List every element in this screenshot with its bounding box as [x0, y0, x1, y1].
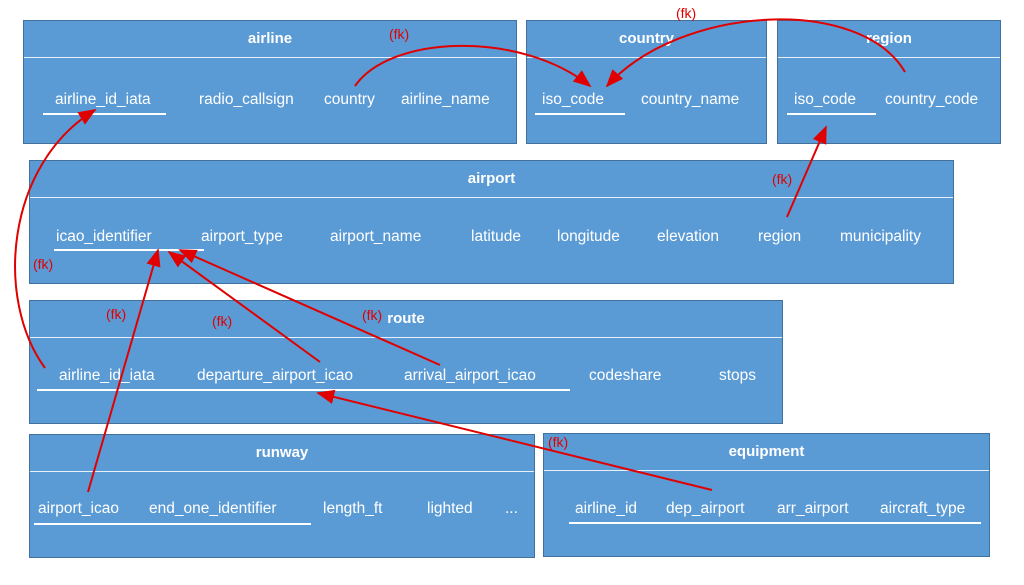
field-arr-airport[interactable]: arr_airport: [777, 500, 849, 517]
field-airline-name[interactable]: airline_name: [401, 91, 490, 108]
field-airport-icao[interactable]: airport_icao: [38, 500, 119, 517]
table-name-country: country: [618, 30, 674, 47]
table-equipment[interactable]: equipment airline_id dep_airport arr_air…: [543, 433, 990, 557]
header-divider: [30, 471, 534, 472]
primary-key-underline: [54, 249, 204, 251]
fk-label: (fk): [389, 26, 410, 42]
field-country-name[interactable]: country_name: [641, 91, 740, 108]
field-end-one-identifier[interactable]: end_one_identifier: [149, 500, 277, 517]
field-dep-airport[interactable]: dep_airport: [666, 500, 745, 517]
field-latitude[interactable]: latitude: [471, 228, 521, 245]
header-divider: [527, 57, 766, 58]
field-airline-id-iata[interactable]: airline_id_iata: [59, 367, 155, 384]
table-region[interactable]: region iso_code country_code: [777, 20, 1001, 144]
field-municipality[interactable]: municipality: [840, 228, 921, 245]
table-airport[interactable]: airport icao_identifier airport_type air…: [29, 160, 954, 284]
fk-arrow-airport-region: [786, 125, 827, 218]
fk-arrow-region-country: [605, 18, 906, 88]
fk-label: (fk): [212, 313, 233, 329]
field-airline-id-iata[interactable]: airline_id_iata: [55, 91, 151, 108]
field-codeshare[interactable]: codeshare: [589, 367, 662, 384]
field-iso-code[interactable]: iso_code: [794, 91, 857, 108]
field-airport-type[interactable]: airport_type: [201, 228, 283, 245]
header-divider: [30, 197, 953, 198]
table-country[interactable]: country iso_code country_name: [526, 20, 767, 144]
field-length-ft[interactable]: length_ft: [323, 500, 383, 517]
table-route[interactable]: route airline_id_iata departure_airport_…: [29, 300, 783, 424]
header-divider: [544, 470, 989, 471]
fk-label: (fk): [772, 171, 793, 187]
primary-key-underline: [43, 113, 166, 115]
field-more-ellipsis[interactable]: ...: [505, 500, 518, 517]
fk-arrow-route-arrival: [178, 249, 441, 366]
fk-label: (fk): [106, 306, 127, 322]
fk-label: (fk): [362, 307, 383, 323]
fk-arrow-runway-airport: [87, 248, 161, 493]
table-runway[interactable]: runway airport_icao end_one_identifier l…: [29, 434, 535, 558]
header-divider: [24, 57, 516, 58]
table-name-route: route: [387, 310, 425, 327]
field-lighted[interactable]: lighted: [427, 500, 473, 517]
field-region[interactable]: region: [758, 228, 802, 245]
primary-key-underline: [34, 523, 311, 525]
header-divider: [30, 337, 782, 338]
fk-arrow-equipment-route: [316, 389, 713, 491]
primary-key-underline: [37, 389, 570, 391]
table-airline[interactable]: airline airline_id_iata radio_callsign c…: [23, 20, 517, 144]
field-arrival-airport-icao[interactable]: arrival_airport_icao: [404, 367, 536, 384]
field-departure-airport-icao[interactable]: departure_airport_icao: [197, 367, 353, 384]
primary-key-underline: [535, 113, 625, 115]
field-aircraft-type[interactable]: aircraft_type: [880, 500, 966, 517]
field-airline-id[interactable]: airline_id: [575, 500, 638, 517]
fk-arrow-route-departure: [167, 250, 321, 363]
field-country[interactable]: country: [324, 91, 375, 108]
table-name-airport: airport: [467, 170, 516, 187]
fk-arrow-airline-country: [354, 44, 592, 88]
header-divider: [778, 57, 1000, 58]
field-radio-callsign[interactable]: radio_callsign: [199, 91, 294, 108]
field-icao-identifier[interactable]: icao_identifier: [56, 228, 152, 245]
fk-label: (fk): [548, 434, 569, 450]
table-name-airline: airline: [247, 30, 293, 47]
field-country-code[interactable]: country_code: [885, 91, 979, 108]
fk-label: (fk): [33, 256, 54, 272]
primary-key-underline: [787, 113, 876, 115]
field-airport-name[interactable]: airport_name: [330, 228, 422, 245]
field-iso-code[interactable]: iso_code: [542, 91, 605, 108]
table-name-equipment: equipment: [728, 443, 805, 460]
table-name-runway: runway: [255, 444, 309, 461]
fk-arrow-route-airline: [14, 109, 97, 369]
field-longitude[interactable]: longitude: [557, 228, 620, 245]
fk-label: (fk): [676, 5, 697, 21]
primary-key-underline: [569, 522, 981, 524]
field-stops[interactable]: stops: [719, 367, 757, 384]
field-elevation[interactable]: elevation: [657, 228, 720, 245]
